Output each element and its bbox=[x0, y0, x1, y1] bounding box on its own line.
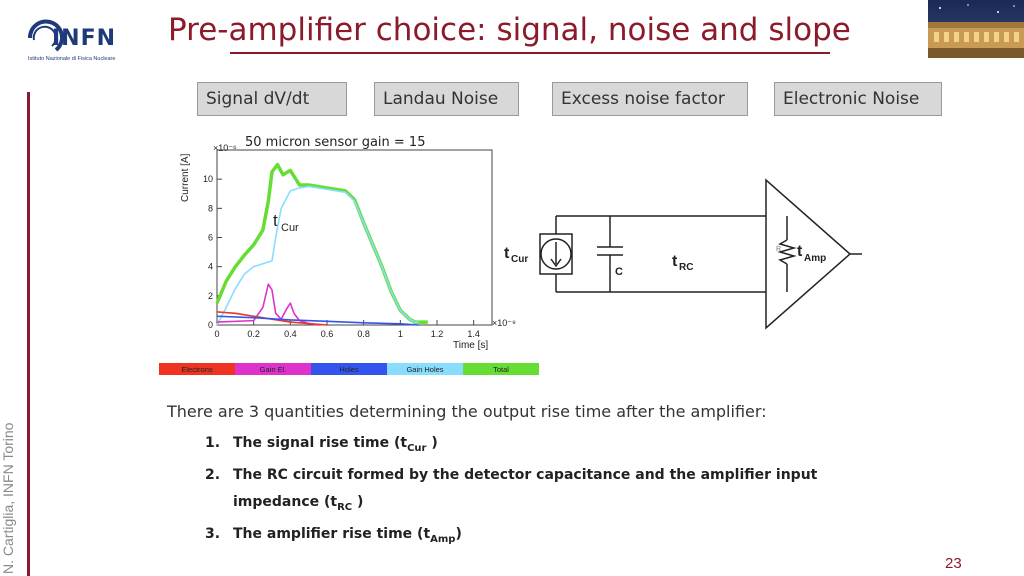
logo-text: INFN bbox=[52, 26, 117, 51]
left-accent-bar bbox=[27, 92, 30, 576]
resistor-zigzag bbox=[777, 239, 797, 265]
x-tick-label: 0 bbox=[214, 329, 219, 339]
y-tick-label: 0 bbox=[208, 320, 213, 330]
x-tick-label: 0.6 bbox=[321, 329, 334, 339]
x-exponent-label: ×10⁻⁹ bbox=[492, 318, 516, 328]
building-photo-icon bbox=[928, 0, 1024, 58]
list-text: The signal rise time (t bbox=[233, 435, 408, 451]
circuit-svg: t Cur C t RC R t Amp bbox=[504, 178, 862, 330]
y-tick-label: 4 bbox=[208, 262, 213, 272]
x-axis-label: Time [s] bbox=[453, 340, 488, 351]
circuit-t-amp: t bbox=[797, 243, 803, 260]
circuit-diagram: t Cur C t RC R t Amp bbox=[500, 178, 870, 334]
list-sub: Cur bbox=[407, 442, 427, 454]
legend-label: Gain Holes bbox=[406, 365, 443, 374]
circuit-cur-sub: Cur bbox=[511, 254, 528, 265]
list-suffix: ) bbox=[455, 525, 462, 542]
list-number: 1. bbox=[205, 435, 221, 451]
y-axis-label: Current [A] bbox=[180, 153, 191, 202]
list-number: 3. bbox=[205, 525, 221, 542]
torino-photo bbox=[928, 0, 1024, 58]
amplifier-triangle bbox=[765, 178, 852, 330]
current-plot-svg: 50 micron sensor gain = 15 ×10⁻⁶ ×10⁻⁹ T… bbox=[159, 135, 539, 375]
infn-logo-icon bbox=[27, 19, 64, 52]
author-side-text: N. Cartiglia, INFN Torino bbox=[0, 422, 16, 574]
circuit-rc-sub: RC bbox=[679, 262, 693, 273]
list-suffix: ) bbox=[352, 493, 364, 510]
circuit-cap-label: C bbox=[615, 266, 623, 278]
list-item: 2. The RC circuit formed by the detector… bbox=[205, 462, 883, 521]
legend-swatch bbox=[387, 363, 463, 375]
current-plot: 50 micron sensor gain = 15 ×10⁻⁶ ×10⁻⁹ T… bbox=[155, 130, 545, 380]
list-item: 1. The signal rise time (tCur ) bbox=[205, 430, 905, 462]
circuit-t-rc: t bbox=[672, 253, 678, 270]
legend-swatch bbox=[159, 363, 235, 375]
plot-title: 50 micron sensor gain = 15 bbox=[245, 135, 425, 150]
list-suffix: ) bbox=[426, 435, 438, 451]
legend-label: Gain El. bbox=[260, 365, 287, 374]
intro-text: There are 3 quantities determining the o… bbox=[167, 402, 767, 421]
list-sub: Amp bbox=[430, 533, 456, 545]
circuit-res-label: R bbox=[776, 246, 781, 253]
quantities-list: 1. The signal rise time (tCur ) 2. The R… bbox=[205, 430, 905, 552]
legend-swatch bbox=[311, 363, 387, 375]
list-number: 2. bbox=[205, 466, 221, 483]
page-title: Pre-amplifier choice: signal, noise and … bbox=[168, 12, 851, 48]
infn-logo: INFN Istituto Nazionale di Fisica Nuclea… bbox=[12, 10, 122, 62]
plot-annotation-t: t bbox=[273, 211, 278, 230]
circuit-amp-sub: Amp bbox=[804, 253, 826, 264]
x-tick-label: 1.2 bbox=[431, 329, 444, 339]
list-sub: RC bbox=[337, 501, 353, 513]
current-source-circle bbox=[540, 238, 572, 270]
circuit-t-cur: t bbox=[504, 245, 510, 262]
tab-signal-dvdt[interactable]: Signal dV/dt bbox=[197, 82, 347, 116]
x-tick-label: 0.4 bbox=[284, 329, 297, 339]
y-tick-label: 10 bbox=[203, 174, 213, 184]
y-tick-label: 2 bbox=[208, 291, 213, 301]
y-tick-label: 6 bbox=[208, 233, 213, 243]
current-source bbox=[539, 233, 573, 275]
list-text: The RC circuit formed by the detector ca… bbox=[233, 466, 818, 510]
x-tick-label: 1 bbox=[398, 329, 403, 339]
tab-electronic-noise[interactable]: Electronic Noise bbox=[774, 82, 942, 116]
y-tick-label: 8 bbox=[208, 203, 213, 213]
list-item: 3. The amplifier rise time (tAmp) bbox=[205, 521, 905, 553]
x-tick-label: 0.2 bbox=[247, 329, 260, 339]
series-line-holes bbox=[216, 315, 419, 326]
x-tick-label: 0.8 bbox=[357, 329, 370, 339]
x-tick-label: 1.4 bbox=[467, 329, 480, 339]
list-text: The amplifier rise time (t bbox=[233, 525, 431, 542]
plot-annotation-sub: Cur bbox=[281, 222, 299, 234]
page-number: 23 bbox=[945, 555, 962, 572]
legend-label: Total bbox=[493, 365, 509, 374]
logo-subtitle: Istituto Nazionale di Fisica Nucleare bbox=[28, 56, 116, 62]
title-underline bbox=[230, 52, 830, 54]
legend-swatch bbox=[463, 363, 539, 375]
y-exponent-label: ×10⁻⁶ bbox=[213, 143, 237, 153]
tab-landau-noise[interactable]: Landau Noise bbox=[374, 82, 519, 116]
legend-label: Electrons bbox=[181, 365, 213, 374]
series-line-gain-holes bbox=[216, 185, 419, 326]
legend-swatch bbox=[235, 363, 311, 375]
tab-excess-noise-factor[interactable]: Excess noise factor bbox=[552, 82, 748, 116]
legend-label: Holes bbox=[339, 365, 358, 374]
